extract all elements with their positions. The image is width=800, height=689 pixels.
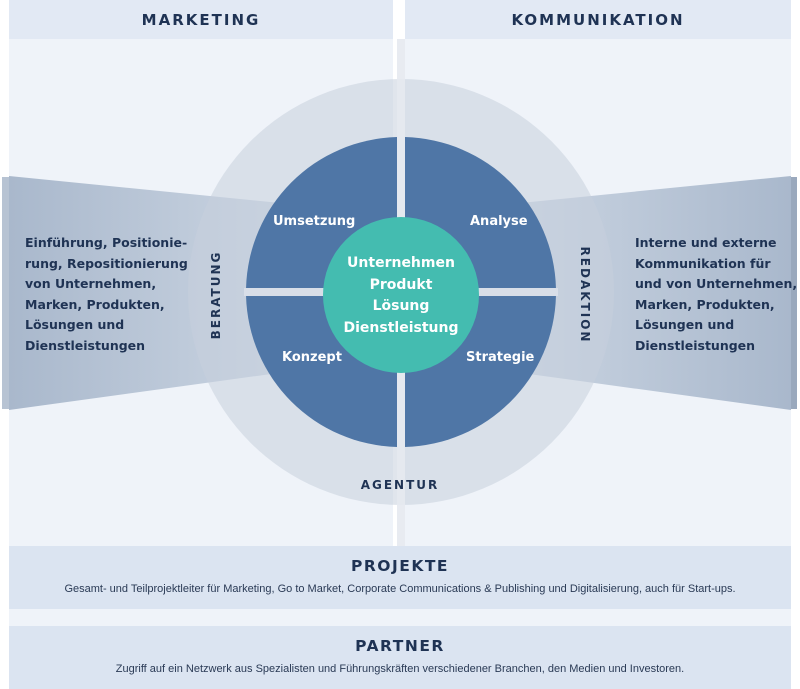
header-kommunikation: KOMMUNIKATION [405,0,791,39]
partner-band: PARTNER Zugriff auf ein Netzwerk aus Spe… [9,626,791,689]
center-label: Unternehmen Produkt Lösung Dienstleistun… [330,253,472,339]
ring-label-beratung: BERATUNG [209,250,223,340]
partner-title: PARTNER [355,637,445,655]
center-line: Unternehmen [347,255,455,271]
ring-label-agentur: AGENTUR [360,478,440,492]
projekte-band: PROJEKTE Gesamt- und Teilprojektleiter f… [9,546,791,609]
kommunikation-description: Interne und externe Kommunikation für un… [635,233,800,356]
kommunikation-line: und von Unternehmen, [635,276,798,291]
kommunikation-line: Lösungen und [635,317,735,332]
quadrant-label-konzept: Konzept [282,350,342,365]
projekte-title: PROJEKTE [351,557,449,575]
center-divider-top [393,0,405,39]
kommunikation-line: Kommunikation für [635,255,771,271]
center-line: Lösung [372,298,430,314]
header-marketing-label: MARKETING [141,10,261,29]
header-marketing: MARKETING [9,0,393,39]
center-line: Dienstleistung [343,319,459,336]
quadrant-label-umsetzung: Umsetzung [273,214,356,229]
kommunikation-line: Dienstleistungen [635,337,756,353]
marketing-line: Marken, Produkten, [25,296,165,312]
quadrant-label-strategie: Strategie [466,350,535,365]
kommunikation-line: Marken, Produkten, [635,296,775,312]
left-band-edge [2,177,9,409]
partner-description: Zugriff auf ein Netzwerk aus Spezialiste… [115,663,685,675]
ring-label-redaktion: REDAKTION [578,246,592,344]
header-kommunikation-label: KOMMUNIKATION [511,10,685,29]
marketing-line: Einführung, Positionie- [25,235,188,250]
right-band-edge [791,177,797,409]
marketing-line: von Unternehmen, [25,276,157,291]
kommunikation-line: Interne und externe [635,235,777,250]
projekte-description: Gesamt- und Teilprojektleiter für Market… [64,583,736,595]
marketing-line: Lösungen und [25,317,125,332]
center-line: Produkt [369,276,433,293]
quadrant-label-analyse: Analyse [470,214,528,229]
marketing-line: rung, Repositionierung [25,255,188,271]
center-circle [323,217,479,373]
band-gap [9,609,791,626]
marketing-description: Einführung, Positionie- rung, Reposition… [25,233,200,356]
marketing-line: Dienstleistungen [25,337,146,353]
